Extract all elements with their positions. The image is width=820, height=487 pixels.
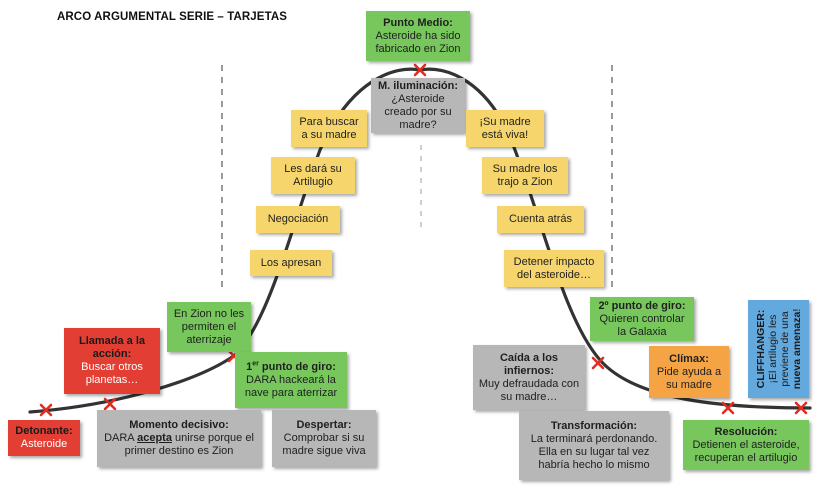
card-body: Negociación	[267, 213, 329, 225]
card-resolucion: Resolución: Detienen el asteroide, recup…	[683, 420, 809, 470]
card-heading: Punto Medio:	[383, 16, 453, 29]
card-body: Muy defraudada con su madre…	[478, 377, 580, 403]
card-body: Pide ayuda a su madre	[656, 365, 722, 391]
card-primer-punto: 1er punto de giro: DARA hackeará la nave…	[235, 352, 347, 408]
card-body: Buscar otros planetas…	[81, 361, 143, 386]
card-negociacion: Negociación	[256, 206, 340, 233]
marker-final	[794, 401, 808, 415]
card-body: Para buscar a su madre	[299, 115, 359, 141]
card-body: Cuenta atrás	[509, 213, 572, 225]
card-detonante: Detonante: Asteroide	[8, 420, 80, 456]
card-transformacion: Transformación: La terminará perdonando.…	[519, 411, 669, 480]
card-en-zion: En Zion no les permiten el aterrizaje	[167, 302, 251, 352]
card-heading: CLIFFHANGER:	[754, 309, 767, 389]
card-los-apresan: Los apresan	[250, 250, 332, 276]
card-body: Quieren controlar la Galaxia	[599, 312, 685, 338]
card-body: Asteroide	[20, 438, 68, 450]
card-body: DARA acepta unirse porque el primer dest…	[104, 432, 254, 457]
card-body: ¿Asteroide creado por su madre?	[384, 92, 452, 131]
card-body: Detener impacto del asteroide…	[513, 255, 595, 281]
card-m-iluminacion: M. iluminación: ¿Asteroide creado por su…	[371, 78, 465, 133]
card-llamada: Llamada a la acción: Buscar otros planet…	[64, 328, 160, 394]
card-body: Su madre los trajo a Zion	[492, 162, 558, 188]
marker-segundo-punto	[591, 356, 605, 370]
card-climax: Clímax: Pide ayuda a su madre	[649, 346, 729, 398]
marker-llamada	[103, 397, 117, 411]
card-despertar: Despertar: Comprobar si su madre sigue v…	[272, 410, 376, 467]
card-detener-impacto: Detener impacto del asteroide…	[504, 250, 604, 287]
card-segundo-punto: 2º punto de giro: Quieren controlar la G…	[590, 297, 694, 341]
card-heading: Despertar:	[296, 419, 352, 431]
card-para-buscar: Para buscar a su madre	[291, 110, 367, 147]
card-madre-viva: ¡Su madre está viva!	[466, 110, 544, 147]
card-heading: 1er punto de giro:	[246, 359, 336, 373]
card-heading: Detonante:	[15, 425, 73, 437]
card-heading: Caída a los infiernos:	[499, 351, 559, 377]
card-body: Los apresan	[260, 256, 322, 269]
card-body: ¡Su madre está viva!	[479, 115, 531, 141]
card-momento-decisivo: Momento decisivo: DARA acepta unirse por…	[97, 410, 261, 467]
card-caida: Caída a los infiernos: Muy defraudada co…	[473, 345, 585, 410]
card-punto-medio: Punto Medio: Asteroide ha sido fabricado…	[366, 11, 470, 61]
card-heading: M. iluminación:	[377, 79, 459, 92]
card-heading: Momento decisivo:	[129, 419, 229, 431]
card-body: Asteroide ha sido fabricado en Zion	[375, 29, 461, 55]
card-heading: Resolución:	[714, 425, 778, 438]
card-body: Comprobar si su madre sigue viva	[282, 432, 366, 457]
card-heading: Transformación:	[550, 419, 638, 432]
card-les-dara: Les dará su Artilugio	[271, 157, 355, 194]
card-body: La terminará perdonando. Ella en su luga…	[530, 432, 658, 471]
card-body: En Zion no les permiten el aterrizaje	[173, 307, 245, 346]
card-body: ¡El artilugio les previene de una nueva …	[766, 308, 803, 390]
card-body: Les dará su Artilugio	[284, 162, 342, 188]
card-heading: 2º punto de giro:	[598, 299, 686, 312]
marker-climax	[721, 401, 735, 415]
card-body: Detienen el asteroide, recuperan el arti…	[692, 438, 800, 464]
card-body: DARA hackeará la nave para aterrizar	[244, 373, 338, 399]
card-heading: Clímax:	[669, 352, 709, 365]
card-cliffhanger-text: CLIFFHANGER: ¡El artilugio les previene …	[755, 302, 803, 396]
diagram-title: ARCO ARGUMENTAL SERIE – TARJETAS	[57, 11, 288, 23]
marker-punto-medio	[413, 63, 427, 77]
card-heading: Llamada a la acción:	[78, 335, 146, 360]
card-cliffhanger: CLIFFHANGER: ¡El artilugio les previene …	[748, 300, 809, 398]
marker-detonante	[39, 403, 53, 417]
card-cuenta-atras: Cuenta atrás	[497, 206, 584, 233]
card-madre-trajo: Su madre los trajo a Zion	[482, 157, 568, 194]
